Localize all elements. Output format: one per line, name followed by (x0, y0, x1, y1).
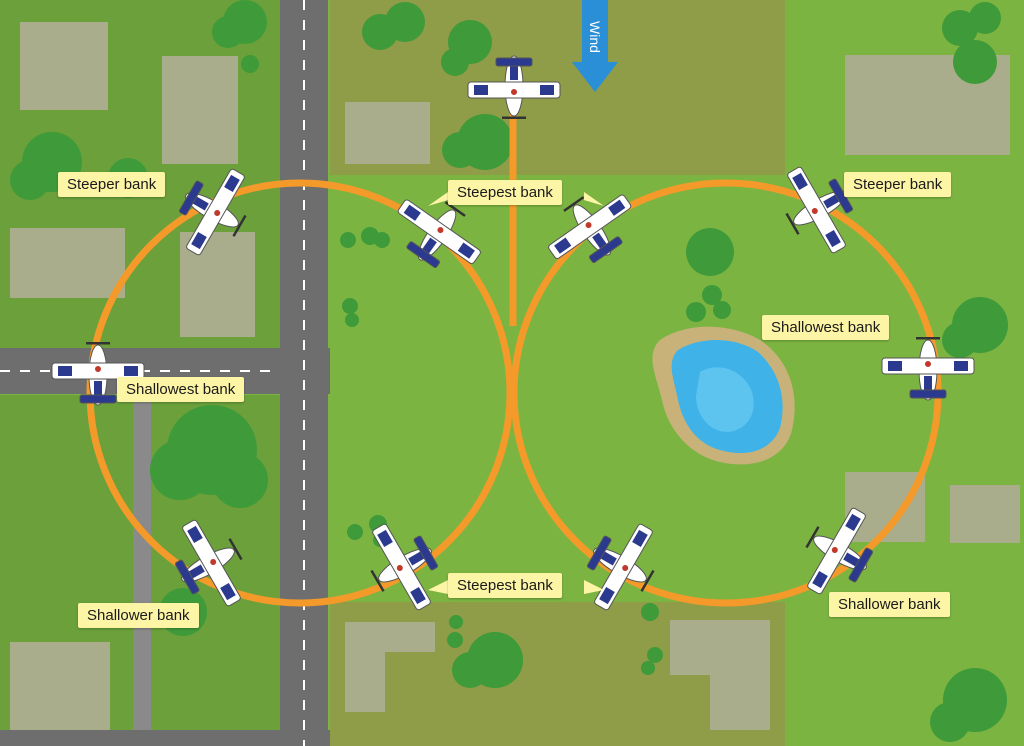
label-steepest-bank-bottom: Steepest bank (448, 573, 562, 598)
buildings (10, 22, 1020, 730)
label-shallower-bank-left: Shallower bank (78, 603, 199, 628)
label-steeper-bank-right: Steeper bank (844, 172, 952, 197)
roads (0, 0, 330, 746)
label-shallower-bank-right: Shallower bank (829, 592, 950, 617)
label-steeper-bank-left: Steeper bank (58, 172, 166, 197)
pond (652, 326, 795, 465)
wind-arrow-icon (572, 0, 618, 92)
label-shallowest-bank-left: Shallowest bank (117, 377, 245, 402)
label-shallowest-bank-right: Shallowest bank (762, 315, 890, 340)
label-steepest-bank-top: Steepest bank (448, 180, 562, 205)
wind-label: Wind (587, 21, 603, 53)
label-pointers (428, 192, 604, 594)
